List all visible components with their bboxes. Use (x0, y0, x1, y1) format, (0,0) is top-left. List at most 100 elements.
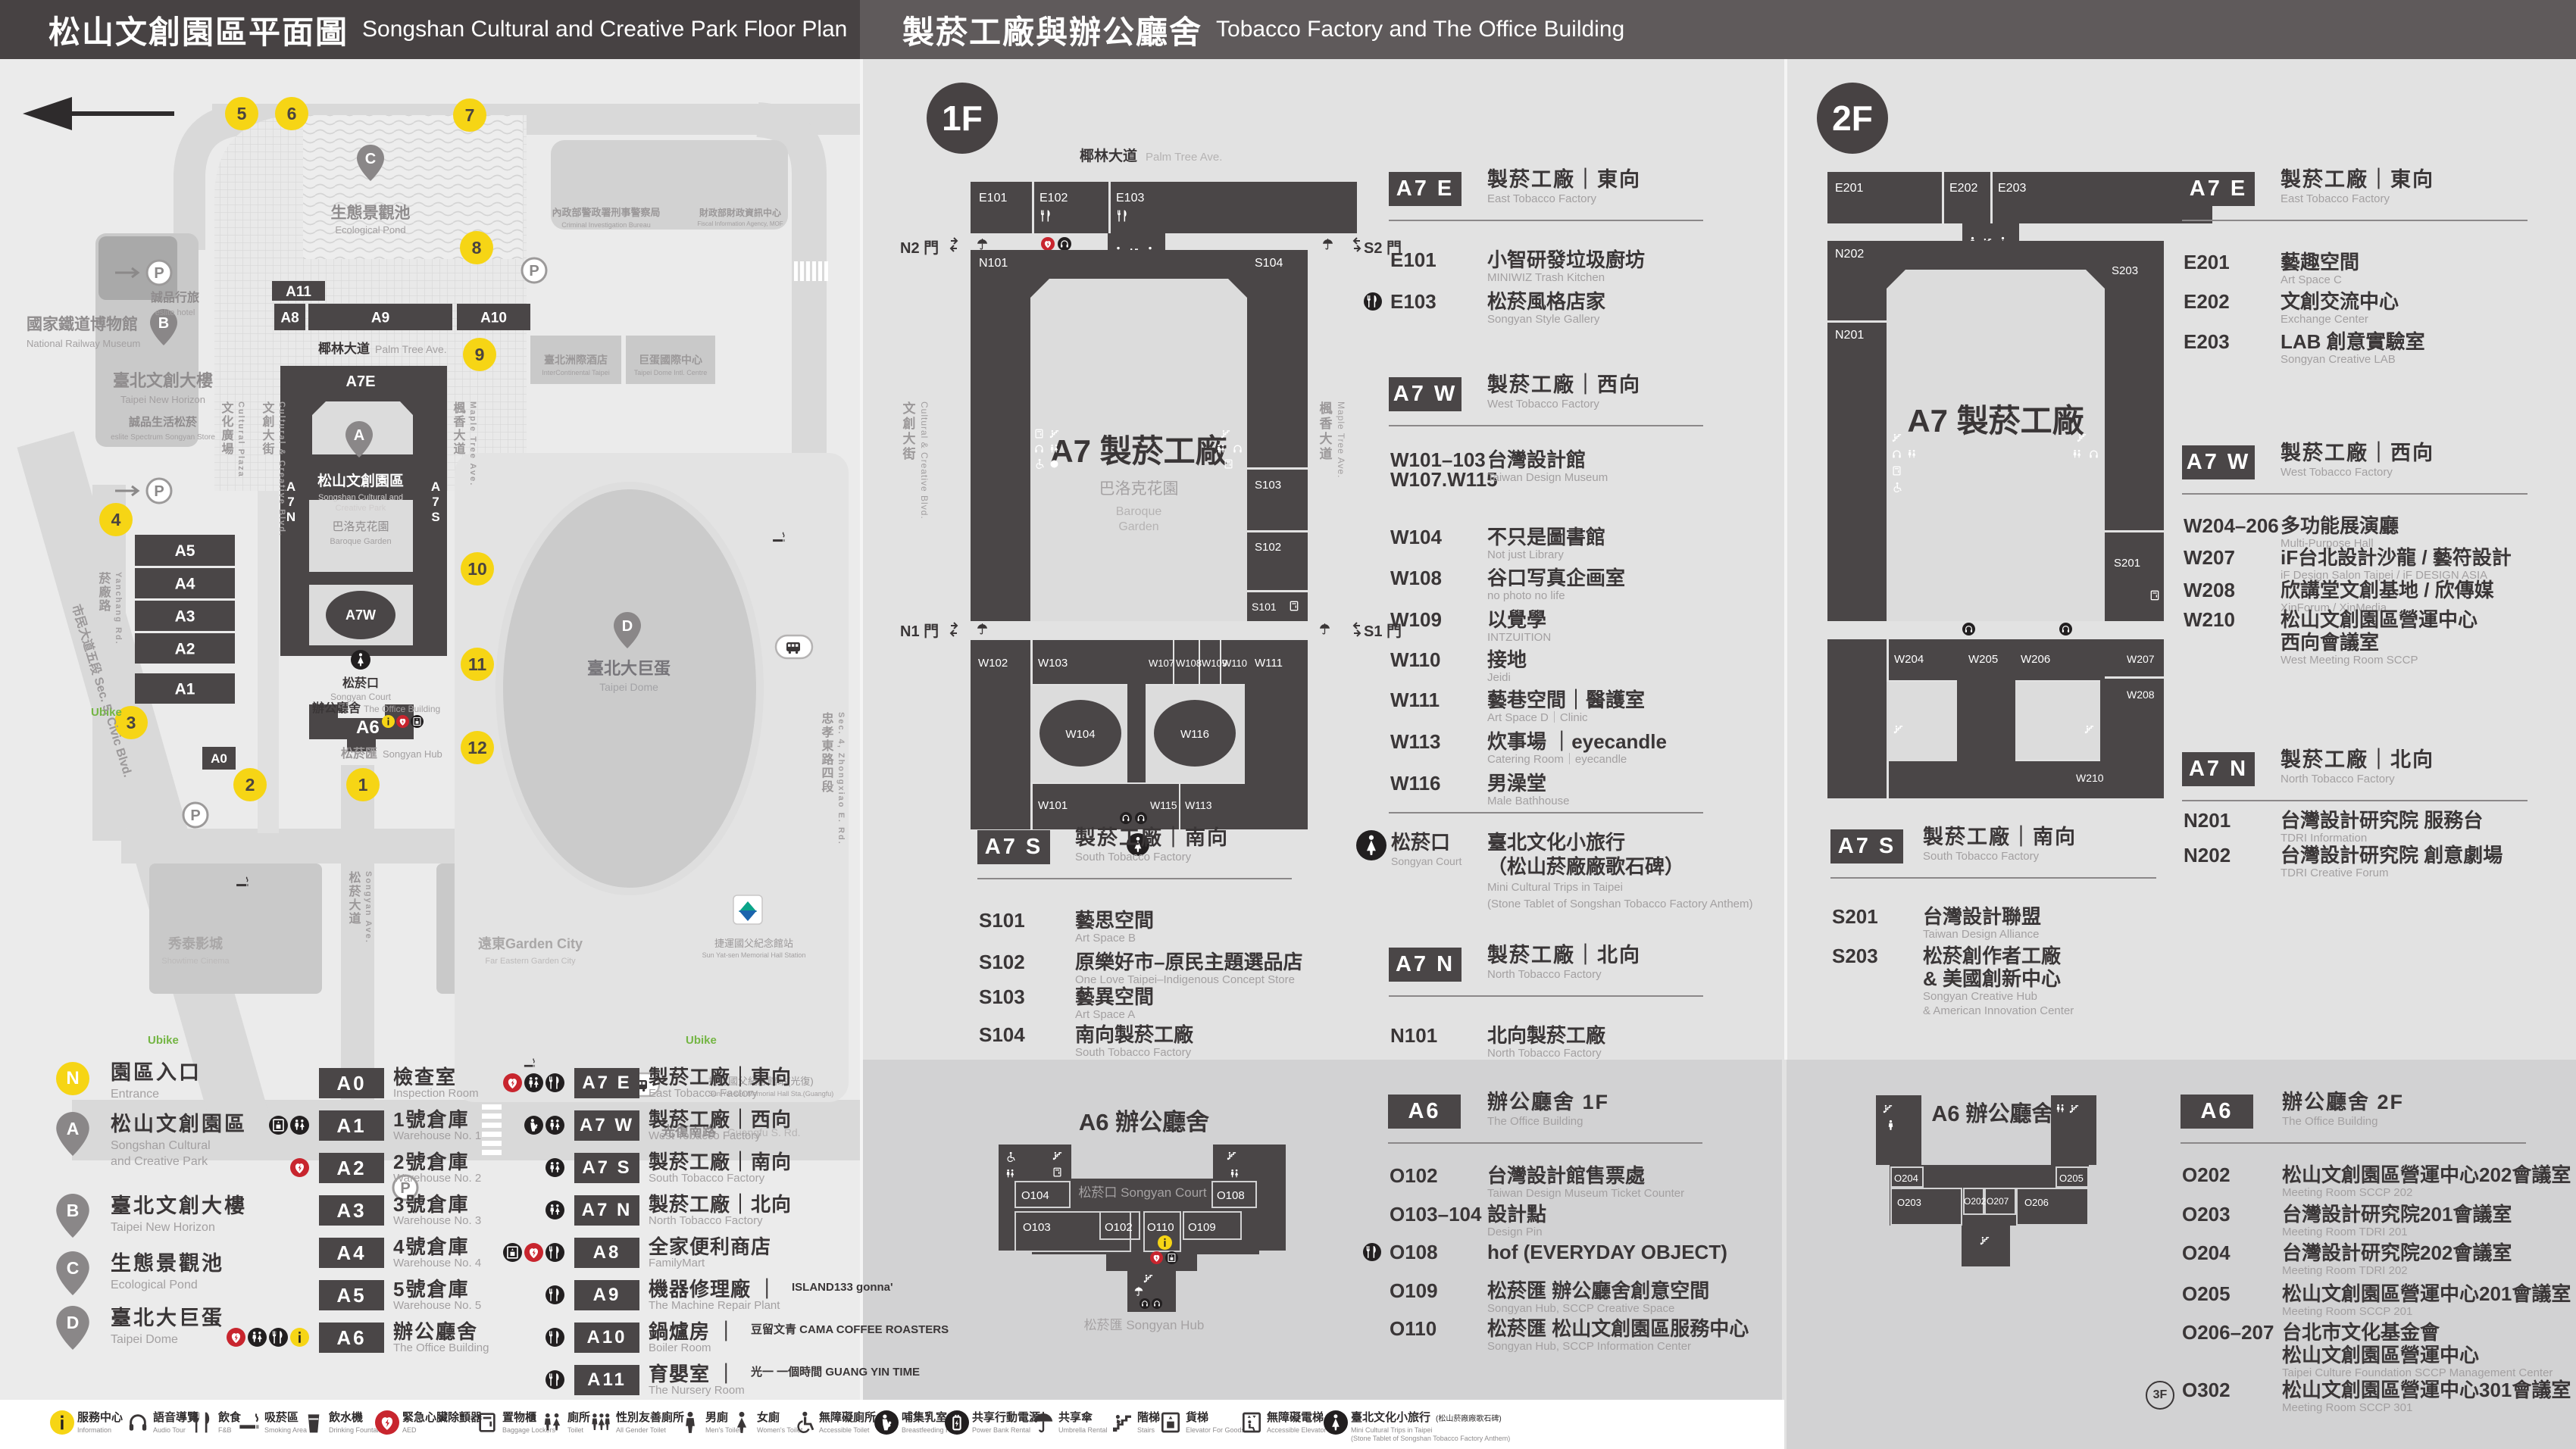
svg-text:A10: A10 (480, 310, 507, 326)
room-name: 谷口写真企画室 (1487, 567, 1626, 589)
f2-room-W204: W204 (1894, 653, 1924, 666)
svg-text:5: 5 (237, 104, 247, 123)
section-divider (2181, 1142, 2526, 1144)
f1-east-band[interactable] (971, 182, 1357, 233)
room-name-en: Multi-Purpose Hall (2281, 537, 2374, 550)
svg-text:P: P (154, 265, 164, 282)
map-block-a0[interactable] (202, 747, 236, 770)
legend-badge-a10: A10 (574, 1323, 639, 1353)
map-stop-9[interactable]: 9 (463, 338, 496, 371)
map-pin-b[interactable]: B (150, 309, 177, 345)
f2-room-S203: S203 (2112, 264, 2138, 277)
map-block-a1[interactable] (135, 673, 235, 704)
court-code: 松菸口 (1391, 831, 1451, 854)
svg-text:Far Eastern Garden City: Far Eastern Garden City (485, 957, 576, 966)
map-block-a9[interactable] (308, 304, 452, 330)
goodslift-icon (411, 715, 424, 728)
smoking-icon (236, 876, 249, 887)
map-maple-label: 楓香大道 (452, 401, 467, 456)
iconbar-label: 飲食 (218, 1411, 242, 1424)
fork-icon (546, 1328, 564, 1347)
map-stop-11[interactable]: 11 (461, 648, 494, 681)
audio-icon (1233, 445, 1242, 453)
iconbar-en: Accessible Elevator (1267, 1426, 1327, 1434)
luggage-icon (1050, 460, 1058, 468)
room-name-en: Taiwan Design Alliance (1923, 928, 2040, 941)
fork-icon (1118, 210, 1127, 222)
map-stop-10[interactable]: 10 (461, 552, 494, 586)
room-name-en: Meeting Room SCCP 202 (2282, 1186, 2413, 1199)
page-subtitle-left: Songshan Cultural and Creative Park Floo… (362, 17, 848, 42)
section-divider (977, 878, 1292, 879)
svg-text:Yanchang Rd.: Yanchang Rd. (114, 572, 123, 645)
room-code: W210 (2184, 608, 2235, 631)
map-stop-5[interactable]: 5 (225, 97, 258, 130)
room-name2: 松山文創園區營運中心 (2282, 1344, 2480, 1366)
room-name: 松山文創園區營運中心301會議室 (2282, 1379, 2571, 1401)
section-divider (1830, 877, 2156, 879)
iconbar-label: 無障礙電梯 (1267, 1411, 1324, 1424)
court-icon (1356, 830, 1386, 860)
room-name: 南向製菸工廠 (1075, 1023, 1194, 1046)
section-title: 製菸工廠｜北向 (2281, 748, 2434, 771)
page-title-left: 松山文創園區平面圖 (48, 14, 349, 50)
fork-icon (1364, 292, 1382, 311)
map-pin-a[interactable]: A (345, 421, 373, 457)
svg-text:A11: A11 (286, 284, 311, 300)
svg-text:7: 7 (465, 105, 475, 125)
legend-label: 1號倉庫 (393, 1108, 470, 1131)
parking-icon: P (521, 257, 548, 284)
room-code: O204 (2182, 1241, 2231, 1264)
f2-room-N201: N201 (1835, 329, 1864, 342)
section-subtitle: South Tobacco Factory (1075, 851, 1192, 863)
map-block-a10[interactable] (457, 304, 530, 330)
svg-text:Songyan Ave.: Songyan Ave. (364, 871, 373, 944)
map-stop-3[interactable]: 3 (114, 706, 148, 739)
section-badge-a7s: A7 S (1830, 829, 1903, 863)
room-name: 藝思空間 (1075, 909, 1155, 932)
floor3-badge: 3F (2146, 1381, 2174, 1410)
stairs-icon (1883, 1104, 1893, 1113)
section-divider (2182, 220, 2528, 221)
fork-icon (546, 1073, 564, 1092)
f2-room-W210: W210 (2076, 772, 2104, 784)
legend-en: Warehouse No. 1 (393, 1129, 482, 1142)
map-pin-d[interactable]: D (614, 612, 641, 648)
map-block-a8[interactable] (274, 304, 305, 330)
room-name-en: no photo no life (1487, 589, 1565, 602)
svg-text:A9: A9 (371, 310, 389, 326)
map-block-a4[interactable] (135, 568, 235, 598)
svg-text:P: P (154, 483, 164, 500)
info-icon (290, 1328, 309, 1347)
powerbank-legend-icon (945, 1410, 969, 1435)
map-block-a2[interactable] (135, 633, 235, 664)
legend-label: 製菸工廠｜南向 (649, 1151, 792, 1173)
map-block-a5[interactable] (135, 535, 235, 566)
room-name-en: Art Space D｜Clinic (1487, 711, 1588, 724)
map-pin-c[interactable]: C (357, 145, 384, 181)
map-stop-8[interactable]: 8 (460, 231, 493, 264)
f2-room-E201: E201 (1835, 182, 1863, 195)
page-title-right: 製菸工廠與辦公廳舍 (902, 14, 1203, 50)
map-stop-12[interactable]: 12 (461, 731, 494, 764)
f2-room-W207: W207 (2127, 653, 2155, 665)
iconbar-label: 階梯 (1137, 1411, 1161, 1424)
room-name-en: Songyan Hub, SCCP Creative Space (1487, 1302, 1675, 1315)
map-stop-1[interactable]: 1 (346, 768, 380, 801)
room-code: N101 (1390, 1024, 1438, 1047)
map-block-a3[interactable] (135, 601, 235, 631)
map-stop-7[interactable]: 7 (453, 98, 486, 132)
map-stop-4[interactable]: 4 (99, 503, 133, 536)
stairs-icon (1892, 433, 1902, 442)
svg-text:Ecological Pond: Ecological Pond (335, 224, 405, 236)
room-name: 藝異空間 (1075, 985, 1155, 1008)
f2-east-band[interactable] (1827, 172, 2212, 223)
map-stop-2[interactable]: 2 (233, 768, 267, 801)
map-block-a11[interactable] (272, 281, 325, 301)
legend-entrance-label: 園區入口 (111, 1061, 202, 1084)
legend-badge-a2: A2 (319, 1153, 384, 1183)
f1-room-S104: S104 (1255, 257, 1283, 270)
svg-text:Taipei Dome Intl. Centre: Taipei Dome Intl. Centre (634, 369, 708, 376)
map-stop-6[interactable]: 6 (275, 97, 308, 130)
